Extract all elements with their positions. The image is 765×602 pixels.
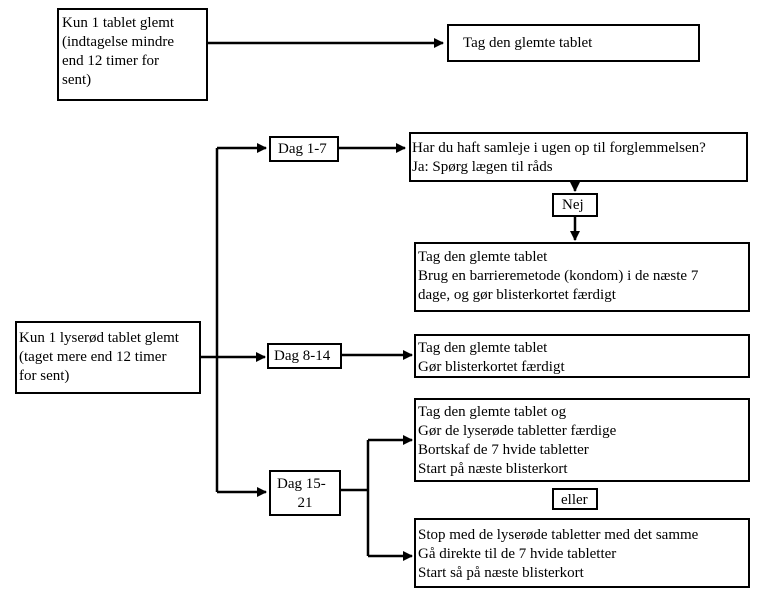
day-15-21-label: Dag 15- xyxy=(277,476,326,492)
day-1-7-box: Dag 1-7 xyxy=(269,136,339,162)
missed-pink-line: (taget mere end 12 timer xyxy=(19,349,167,365)
missed-pink-tablet-box: Kun 1 lyserød tablet glemt (taget mere e… xyxy=(15,321,201,394)
missed-pink-line: Kun 1 lyserød tablet glemt xyxy=(19,330,179,346)
barrier-line: dage, og gør blisterkortet færdigt xyxy=(418,287,616,303)
day-1-7-label: Dag 1-7 xyxy=(278,141,327,157)
option-a-line: Bortskaf de 7 hvide tabletter xyxy=(418,442,589,458)
missed-white-line: end 12 timer for xyxy=(62,53,160,69)
missed-pink-line: for sent) xyxy=(19,368,70,384)
option-b-line: Start så på næste blisterkort xyxy=(418,565,584,581)
day-8-14-box: Dag 8-14 xyxy=(267,343,342,369)
missed-white-line: sent) xyxy=(62,72,92,88)
barrier-line: Tag den glemte tablet xyxy=(418,249,548,265)
day-15-21-box: Dag 15- 21 xyxy=(269,470,341,516)
missed-white-line: Kun 1 tablet glemt xyxy=(62,15,175,31)
missed-white-line: (indtagelse mindre xyxy=(62,34,175,50)
option-b-box: Stop med de lyserøde tabletter med det s… xyxy=(414,518,750,588)
question-line: Har du haft samleje i ugen op til forgle… xyxy=(412,140,706,156)
barrier-method-box: Tag den glemte tablet Brug en barriereme… xyxy=(414,242,750,312)
no-label: Nej xyxy=(562,197,584,213)
intercourse-question-box: Har du haft samleje i ugen op til forgle… xyxy=(409,132,748,182)
or-box: eller xyxy=(552,488,598,510)
day-8-14-outcome-line: Tag den glemte tablet xyxy=(418,340,548,356)
day-8-14-outcome-box: Tag den glemte tablet Gør blisterkortet … xyxy=(414,334,750,378)
day-8-14-outcome-line: Gør blisterkortet færdigt xyxy=(418,359,565,375)
option-a-line: Tag den glemte tablet og xyxy=(418,404,567,420)
or-label: eller xyxy=(561,492,588,508)
option-a-line: Gør de lyserøde tabletter færdige xyxy=(418,423,617,439)
missed-white-tablet-box: Kun 1 tablet glemt (indtagelse mindre en… xyxy=(57,8,208,101)
no-box: Nej xyxy=(552,193,598,217)
take-forgotten-box: Tag den glemte tablet xyxy=(447,24,700,62)
day-15-21-label: 21 xyxy=(297,495,313,511)
question-line: Ja: Spørg lægen til råds xyxy=(412,159,553,175)
option-b-line: Stop med de lyserøde tabletter med det s… xyxy=(418,527,699,543)
option-b-line: Gå direkte til de 7 hvide tabletter xyxy=(418,546,617,562)
option-a-box: Tag den glemte tablet og Gør de lyserøde… xyxy=(414,398,750,482)
day-8-14-label: Dag 8-14 xyxy=(274,348,331,364)
option-a-line: Start på næste blisterkort xyxy=(418,461,568,477)
barrier-line: Brug en barrieremetode (kondom) i de næs… xyxy=(418,268,699,284)
take-forgotten-text: Tag den glemte tablet xyxy=(463,35,593,51)
